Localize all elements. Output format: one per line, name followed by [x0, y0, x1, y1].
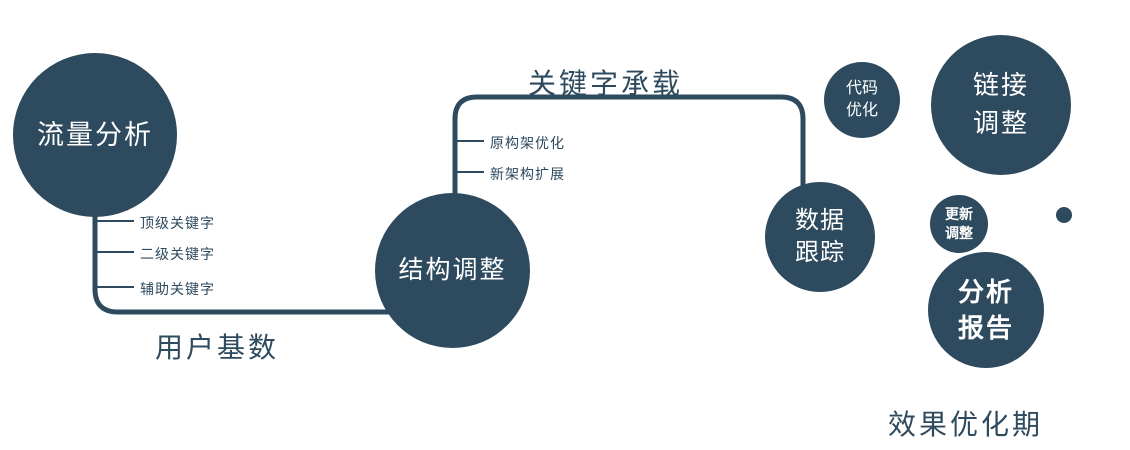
node-code-optimization: 代码 优化 [824, 62, 900, 138]
node-link-adjustment: 链接 调整 [931, 35, 1071, 175]
node-update-adjustment-line2: 调整 [945, 225, 973, 241]
node-traffic-analysis: 流量分析 [13, 53, 177, 217]
node-link-adjustment-line2: 调整 [972, 108, 1029, 138]
edge-label-keyword-load: 关键字承载 [528, 68, 684, 99]
node-code-optimization-line2: 优化 [845, 102, 878, 119]
branch-label-original-architecture: 原构架优化 [490, 135, 565, 151]
branch-label-top-keywords: 顶级关键字 [140, 215, 215, 231]
node-link-adjustment-line1: 链接 [972, 70, 1029, 101]
dot-marker [1056, 207, 1072, 223]
node-structure-adjustment-label: 结构调整 [398, 255, 507, 284]
node-code-optimization-line1: 代码 [845, 79, 878, 97]
caption-text: 效果优化期 [888, 409, 1044, 440]
edge-structure-to-tracking [452, 94, 806, 210]
node-analysis-report-line2: 报告 [957, 313, 1014, 343]
node-update-adjustment-line1: 更新 [945, 206, 973, 223]
branch-label-new-architecture: 新架构扩展 [490, 166, 565, 182]
branch-label-auxiliary-keywords: 辅助关键字 [140, 281, 215, 297]
node-update-adjustment: 更新 调整 [930, 195, 988, 253]
node-data-tracking-line2: 跟踪 [795, 239, 845, 266]
edge-label-user-base: 用户基数 [155, 332, 280, 363]
node-analysis-report-line1: 分析 [957, 276, 1014, 307]
node-structure-adjustment: 结构调整 [375, 193, 530, 348]
node-traffic-analysis-label: 流量分析 [37, 119, 153, 150]
node-analysis-report: 分析 报告 [928, 252, 1044, 368]
node-data-tracking: 数据 跟踪 [765, 182, 875, 292]
branch-label-secondary-keywords: 二级关键字 [140, 246, 215, 262]
node-data-tracking-line1: 数据 [795, 206, 845, 234]
